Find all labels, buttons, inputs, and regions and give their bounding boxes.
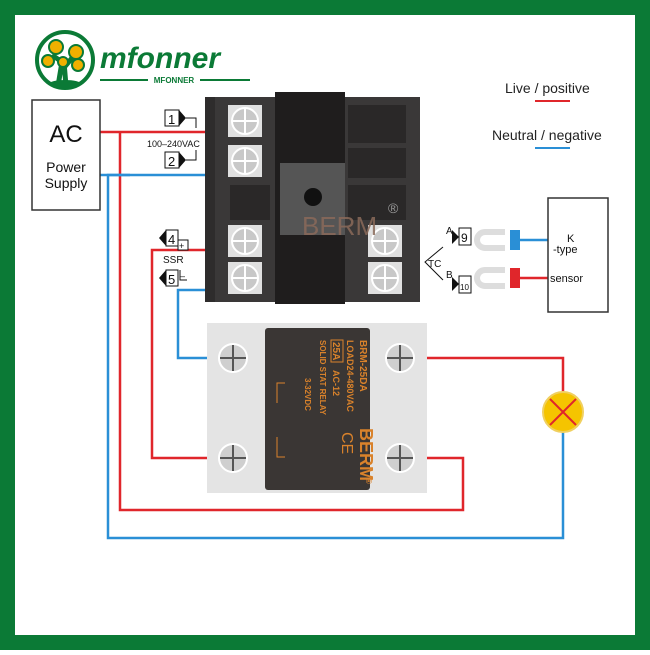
brand-name: mfonner (100, 42, 222, 75)
supply-label: Supply (45, 175, 88, 191)
k-type-sensor: K -type sensor (547, 197, 609, 313)
ssr-ce: CE (338, 432, 355, 454)
sensor-type: -type (553, 244, 577, 256)
terminal-4-label: 4 (168, 232, 175, 247)
ssr-reg: ® (364, 478, 373, 484)
ssr-type: SOLID STAT RELAY (318, 340, 327, 416)
terminal-9-label: 9 (461, 231, 468, 245)
mounting-hole (304, 188, 322, 206)
ssr-label: SSR (163, 255, 184, 266)
brand-logo: mfonner MFONNER (35, 30, 250, 90)
ssr-load: LOAD24-480VAC (345, 340, 355, 412)
lamp-load (542, 391, 584, 433)
legend: Live / positive Neutral / negative (492, 80, 602, 149)
solid-state-relay: BRM-25DA LOAD24-480VAC 25A AC-12 SOLID S… (207, 323, 427, 493)
ssr-ac-class: AC-12 (331, 370, 341, 396)
legend-neutral-label: Neutral / negative (492, 127, 602, 143)
ssr-input: 3-32VDC (303, 378, 312, 411)
legend-live-label: Live / positive (505, 80, 590, 96)
wire-lamp-live (400, 356, 565, 392)
controller-brand: BERM (302, 211, 377, 241)
sensor-k: K (567, 233, 575, 245)
thermocouple: TC A B 9 10 (424, 226, 520, 294)
terminal-2-label: 2 (168, 154, 175, 169)
temperature-controller: BERM ® (205, 92, 420, 304)
ssr-brand: BERM (356, 428, 376, 481)
ssr-plus-label: + (179, 241, 184, 251)
voltage-label: 100–240VAC (147, 139, 200, 149)
wire-neutral-lamp (106, 173, 565, 540)
terminal-1-label: 1 (168, 112, 175, 127)
ssr-model: BRM-25DA (357, 340, 368, 392)
brand-subtitle: MFONNER (154, 76, 195, 85)
lug-live (510, 268, 520, 288)
ssr-current: 25A (330, 342, 341, 360)
wire-ssr-minus (176, 288, 233, 360)
terminal-labels: 1 100–240VAC 2 4 + SSR 5 – (147, 109, 200, 287)
ac-power-supply: AC Power Supply (31, 99, 101, 211)
wire-live-load (118, 132, 465, 512)
sensor-label: sensor (550, 273, 583, 285)
terminal-10-label: 10 (460, 283, 469, 292)
tc-a-label: A (446, 226, 453, 237)
tc-label: TC (428, 259, 441, 270)
terminal-5-label: 5 (168, 272, 175, 287)
controller-reg: ® (388, 200, 399, 216)
power-label: Power (46, 159, 86, 175)
lug-neutral (510, 230, 520, 250)
ac-label: AC (49, 121, 82, 148)
ssr-minus-label: – (180, 271, 185, 281)
tc-b-label: B (446, 270, 453, 281)
